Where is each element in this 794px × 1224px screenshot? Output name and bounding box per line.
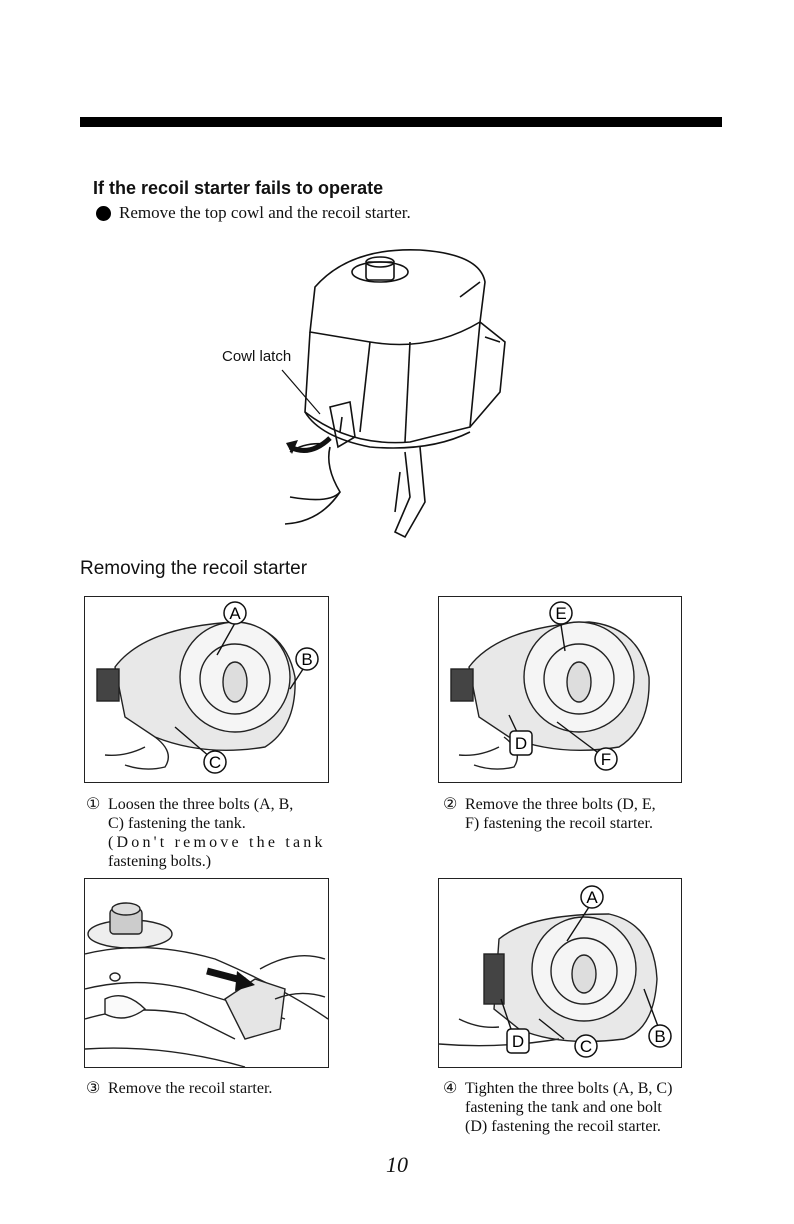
bolt-D-marker-2 (506, 1028, 530, 1054)
step1-line4: fastening bolts.) (108, 853, 212, 870)
outboard-engine-illustration (281, 249, 506, 539)
step4-caption: ④ Tighten the three bolts (A, B, C) faste… (443, 1079, 743, 1136)
bolt-B-label: B (301, 650, 312, 669)
header-rule (80, 117, 722, 127)
bolt-C-marker-2 (574, 1034, 598, 1058)
bolt-D-marker (509, 730, 533, 756)
step2-caption: ② Remove the three bolts (D, E, F) fasten… (443, 795, 733, 833)
bolt-E-label: E (555, 604, 566, 623)
bolt-A-marker (223, 601, 247, 625)
step1-line1: Loosen the three bolts (A, B, (108, 796, 294, 813)
bolt-B-marker (295, 647, 319, 671)
step4-line3: (D) fastening the recoil starter. (465, 1118, 661, 1135)
bolt-D-label: D (515, 734, 527, 753)
cowl-latch-label: Cowl latch (222, 348, 292, 365)
step1-line2: C) fastening the tank. (108, 815, 246, 832)
step1-caption: ① Loosen the three bolts (A, B, C) fasten… (86, 795, 356, 871)
section-heading: If the recoil starter fails to operate (93, 178, 384, 198)
step2-number: ② (443, 796, 458, 813)
step3-number: ③ (86, 1080, 101, 1097)
step1-photo: A B C (84, 596, 329, 783)
bullet-text: Remove the top cowl and the recoil start… (119, 203, 411, 222)
step1-number: ① (86, 796, 101, 813)
bolt-B-marker-2 (648, 1024, 672, 1048)
bolt-C-marker (203, 750, 227, 774)
step2-line1: Remove the three bolts (D, E, (465, 796, 656, 813)
step3-line1: Remove the recoil starter. (108, 1080, 273, 1097)
step4-line1: Tighten the three bolts (A, B, C) (465, 1080, 673, 1097)
bolt-A-label: A (229, 604, 241, 623)
bolt-F-marker (594, 747, 618, 771)
bolt-C-label-2: C (580, 1037, 592, 1056)
step4-photo: A D C B (438, 878, 682, 1068)
step4-line2: fastening the tank and one bolt (465, 1099, 662, 1116)
page-number: 10 (386, 1152, 408, 1177)
step3-caption: ③ Remove the recoil starter. (86, 1079, 356, 1098)
bolt-A-marker-2 (580, 885, 604, 909)
step3-photo (84, 878, 329, 1068)
bolt-A-label-2: A (586, 888, 598, 907)
step2-line2: F) fastening the recoil starter. (465, 815, 653, 832)
bolt-E-marker (549, 601, 573, 625)
bullet-dot-icon (96, 205, 111, 221)
step1-line3: (Don't remove the tank (108, 834, 326, 851)
subheading: Removing the recoil starter (80, 558, 308, 579)
step4-number: ④ (443, 1080, 458, 1097)
bolt-C-label: C (209, 753, 221, 772)
bullet-item: Remove the top cowl and the recoil start… (96, 203, 411, 223)
bolt-F-label: F (601, 750, 611, 769)
bolt-B-label-2: B (654, 1027, 665, 1046)
step2-photo: E D F (438, 596, 682, 783)
bolt-D-label-2: D (512, 1032, 524, 1051)
